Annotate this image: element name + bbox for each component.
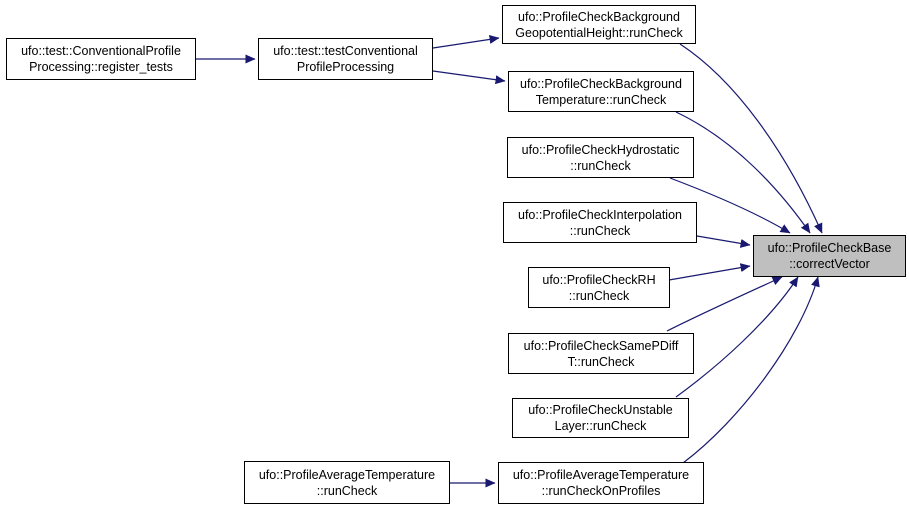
node-label-line: ::runCheck [570, 158, 631, 173]
node-geopotential-height-runcheck[interactable]: ufo::ProfileCheckBackground Geopotential… [502, 5, 696, 44]
edge-test-conventional-to-geopotential [432, 34, 500, 49]
node-correct-vector: ufo::ProfileCheckBase ::correctVector [753, 235, 906, 277]
node-rh-runcheck[interactable]: ufo::ProfileCheckRH ::runCheck [528, 267, 670, 308]
node-background-temperature-runcheck[interactable]: ufo::ProfileCheckBackground Temperature:… [508, 71, 694, 112]
edge-hydrostatic-to-correct-vector [669, 177, 791, 234]
node-label-line: ufo::ProfileAverageTemperature [258, 467, 436, 482]
node-label-line: ufo::ProfileCheckUnstable [528, 403, 673, 417]
node-label-line: ::runCheck [316, 483, 378, 498]
node-label-line: ufo::ProfileCheckSamePDiff [523, 338, 679, 353]
node-label-line: ProfileProcessing [296, 60, 395, 74]
edge-bg-temperature-to-correct-vector [675, 111, 811, 234]
node-label-line: ufo::ProfileCheckBase [767, 241, 892, 255]
edge-avg-temp-on-profiles-to-correct-vector [682, 276, 820, 464]
edge-test-conventional-to-bg-temperature [432, 70, 506, 85]
node-label-line: ufo::test::testConventional [273, 44, 418, 58]
node-average-temperature-runcheck-on-profiles[interactable]: ufo::ProfileAverageTemperature ::runChec… [498, 462, 704, 504]
node-label-line: ufo::ProfileCheckInterpolation [518, 207, 682, 222]
node-average-temperature-runcheck[interactable]: ufo::ProfileAverageTemperature ::runChec… [244, 461, 450, 504]
node-label-line: ufo::ProfileAverageTemperature [512, 468, 690, 482]
edge-unstable-to-correct-vector [675, 276, 799, 398]
node-label-line: Processing::register_tests [29, 60, 173, 74]
node-label-line: ufo::test::ConventionalProfile [21, 44, 181, 58]
node-label-line: ufo::ProfileCheckBackground [518, 9, 680, 24]
node-label-line: Temperature::runCheck [535, 92, 667, 107]
node-label-line: ufo::ProfileCheckBackground [520, 76, 682, 91]
node-hydrostatic-runcheck[interactable]: ufo::ProfileCheckHydrostatic ::runCheck [507, 137, 694, 178]
node-label-line: ::runCheckOnProfiles [541, 484, 661, 498]
node-unstable-layer-runcheck[interactable]: ufo::ProfileCheckUnstable Layer::runChec… [512, 398, 689, 438]
node-label-line: Layer::runCheck [554, 419, 647, 433]
node-test-conventional[interactable]: ufo::test::testConventional ProfileProce… [258, 38, 433, 80]
node-label-line: ::runCheck [569, 223, 631, 238]
node-same-p-diff-runcheck[interactable]: ufo::ProfileCheckSamePDiff T::runCheck [508, 333, 694, 374]
node-interpolation-runcheck[interactable]: ufo::ProfileCheckInterpolation ::runChec… [503, 202, 697, 243]
edge-same-p-diff-to-correct-vector [666, 276, 783, 332]
node-label-line: ::runCheck [568, 288, 630, 303]
edge-geopotential-to-correct-vector [679, 43, 823, 234]
edge-rh-to-correct-vector [668, 263, 751, 281]
node-register-tests[interactable]: ufo::test::ConventionalProfile Processin… [6, 38, 196, 80]
edge-interpolation-to-correct-vector [696, 235, 751, 248]
node-label-line: T::runCheck [567, 354, 635, 369]
node-label-line: ufo::ProfileCheckHydrostatic [521, 142, 680, 157]
node-label-line: GeopotentialHeight::runCheck [515, 25, 683, 40]
node-label-line: ufo::ProfileCheckRH [542, 272, 656, 287]
node-label-line: ::correctVector [789, 257, 870, 271]
